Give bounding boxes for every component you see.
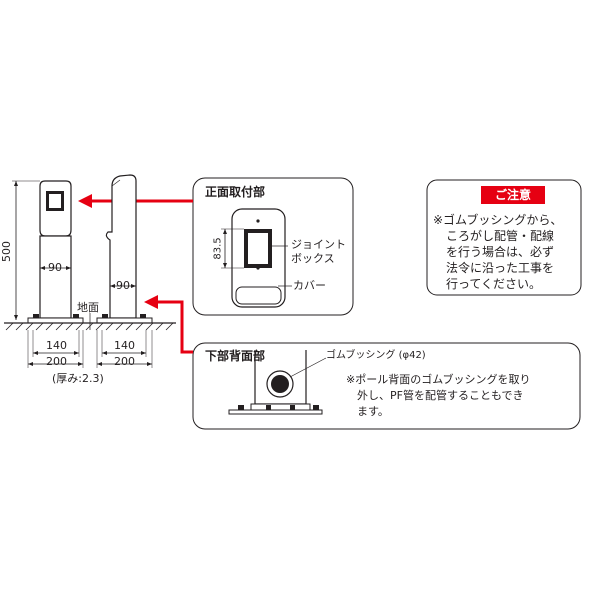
side-bolt-l xyxy=(102,314,108,318)
front-base-outer-label: 200 xyxy=(46,355,67,368)
thickness-label: (厚み:2.3) xyxy=(52,372,104,385)
height-arrow-top xyxy=(14,181,18,186)
front-200-arrow-r xyxy=(78,362,83,366)
side-200-arrow-r xyxy=(147,362,152,366)
cover-label: カバー xyxy=(293,279,326,292)
side-width-label: 90 xyxy=(116,279,130,292)
front-mount-box-frame xyxy=(192,177,354,316)
bushing-label: ゴムブッシング (φ42) xyxy=(326,350,426,361)
front-width-arrow-l xyxy=(40,266,45,270)
ground-hatch xyxy=(5,322,174,331)
bottom-screw-icon xyxy=(256,266,260,270)
rubber-bushing-inner xyxy=(271,375,289,393)
rear-bolt-mid-right xyxy=(290,405,295,410)
front-width-arrow-r xyxy=(66,266,71,270)
caution-heading: ご注意 xyxy=(481,186,545,204)
front-140-arrow-l xyxy=(33,351,38,355)
caution-line-5: 行ってください。 xyxy=(446,277,542,291)
caution-line-4: 法令に沿った工事を xyxy=(446,261,555,275)
rear-note-2: 外し、PF管を配管することもでき xyxy=(357,389,524,402)
front-arrow-head xyxy=(78,194,92,208)
rear-arrow-head xyxy=(144,295,158,309)
joint-box-inner xyxy=(248,233,268,264)
side-140-arrow-l xyxy=(102,351,107,355)
front-base-inner-label: 140 xyxy=(46,339,67,352)
bushing-leader xyxy=(289,357,327,378)
side-width-arrow-l xyxy=(110,284,115,288)
front-base-plate xyxy=(27,317,84,324)
joint-box-label-2: ボックス xyxy=(291,252,335,265)
side-200-arrow-l xyxy=(97,362,102,366)
side-width-arrow-r xyxy=(131,284,136,288)
side-140-arrow-r xyxy=(141,351,146,355)
dim-83-label: 83.5 xyxy=(212,237,224,260)
front-pole-body xyxy=(39,235,72,319)
front-140-arrow-r xyxy=(74,351,79,355)
joint-box-label-1: ジョイント xyxy=(291,238,346,251)
rear-note-3: ます。 xyxy=(357,405,389,418)
dim-83-arrow-bottom xyxy=(223,263,227,268)
caution-line-3: を行う場合は、必ず xyxy=(446,245,555,259)
rear-base-plate xyxy=(228,409,323,415)
caution-line-1: ※ゴムブッシングから、 xyxy=(433,213,563,227)
rear-box-title: 下部背面部 xyxy=(205,349,266,363)
top-screw-icon xyxy=(256,219,260,223)
height-arrow-bottom xyxy=(14,315,18,320)
front-width-label: 90 xyxy=(48,261,62,274)
front-bolt-l xyxy=(33,314,39,318)
side-base-outer-label: 200 xyxy=(114,355,135,368)
dim-83-arrow-top xyxy=(223,229,227,234)
caution-line-2: ころがし配管・配線 xyxy=(446,229,555,243)
rear-arrow-line xyxy=(157,300,193,354)
height-label: 500 xyxy=(0,241,13,262)
front-pole-box-inner xyxy=(49,194,61,208)
rear-note-1: ※ポール背面のゴムブッシングを取り xyxy=(346,373,531,386)
rear-base-flange xyxy=(250,403,311,411)
rear-bolt-right xyxy=(313,405,319,410)
side-pole-edge xyxy=(111,179,121,187)
cover-shape xyxy=(235,286,282,305)
caution-box-frame xyxy=(426,179,582,296)
front-200-arrow-l xyxy=(28,362,33,366)
side-bolt-r xyxy=(140,314,146,318)
side-base-plate xyxy=(96,317,153,324)
rear-bolt-mid-left xyxy=(266,405,271,410)
rear-bolt-left xyxy=(238,405,244,410)
ground-label: 地面 xyxy=(77,301,99,314)
side-pole-body xyxy=(105,174,137,319)
front-bolt-r xyxy=(73,314,79,318)
front-mount-title: 正面取付部 xyxy=(205,185,266,199)
rear-box-frame xyxy=(192,342,581,430)
side-base-inner-label: 140 xyxy=(114,339,135,352)
